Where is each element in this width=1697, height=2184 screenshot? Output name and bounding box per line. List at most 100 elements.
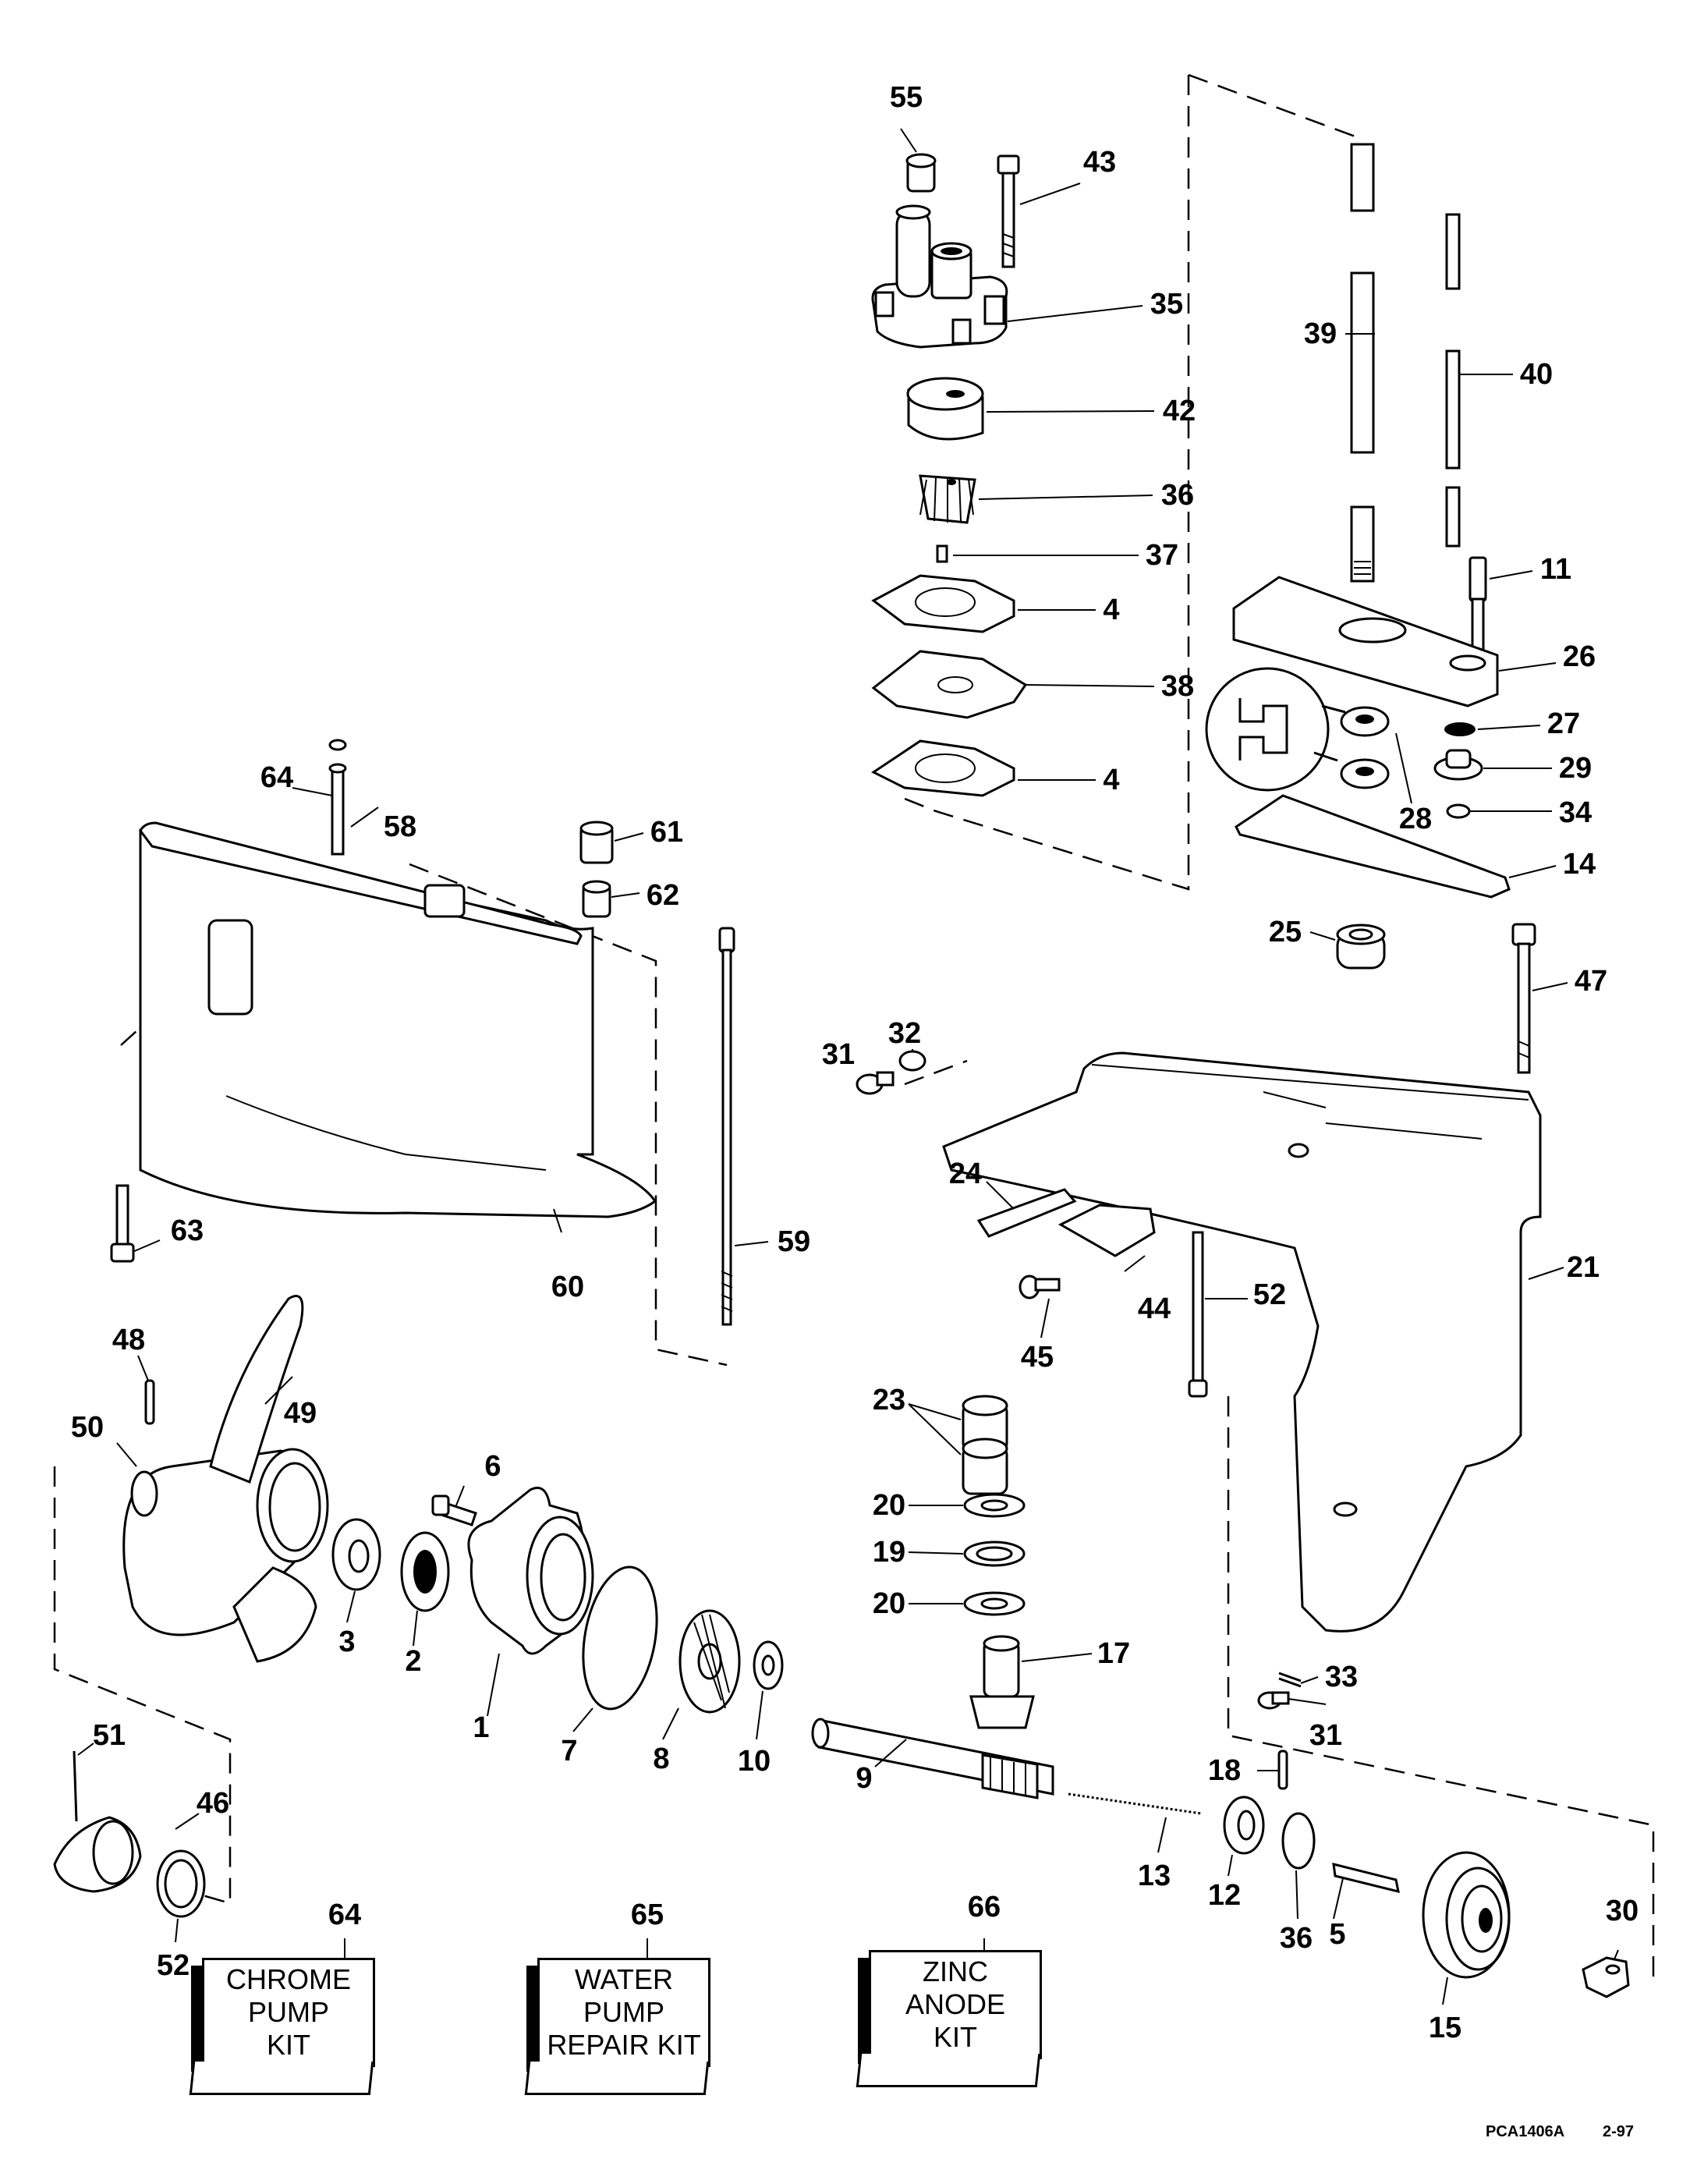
bearing-inner — [976, 1546, 1013, 1562]
callout-44: 46 — [196, 1787, 230, 1820]
reverse-gear-part-8 — [678, 1609, 741, 1714]
kit-box-bottom — [524, 2062, 710, 2095]
screw-part-6 — [431, 1494, 477, 1526]
thrust-bearing-part-19 — [963, 1540, 1026, 1567]
key-part-36 — [936, 544, 948, 563]
kit-label-line: PUMP — [247, 1996, 329, 2028]
callout-59: 60 — [551, 1271, 585, 1303]
callout-7: 7 — [561, 1735, 578, 1767]
kit-box-chrome-pump: CHROME PUMP KIT — [189, 1958, 375, 2095]
kit-label-line: PUMP — [583, 1996, 664, 2028]
thrust-washer-part-3 — [331, 1518, 381, 1591]
callout-49: 51 — [92, 1719, 126, 1752]
plate-part-37 — [871, 650, 1028, 719]
grommet-part-28 — [1433, 749, 1483, 781]
callout-20-upper: 20 — [872, 1489, 906, 1522]
bearing-housing-part-1 — [467, 1487, 594, 1655]
callout-51: 52 — [1252, 1278, 1287, 1311]
callout-60: 61 — [650, 816, 684, 849]
kit-label-line: KIT — [266, 2029, 310, 2061]
stud-part-51 — [1188, 1231, 1208, 1398]
callout-61: 62 — [646, 879, 680, 912]
kit-box-face: WATER PUMP REPAIR KIT — [537, 1958, 710, 2067]
callout-62: 63 — [170, 1214, 204, 1247]
callout-26: 27 — [1546, 707, 1581, 740]
gasket-lower-hole — [915, 753, 976, 783]
kit-box-face: ZINC ANODE KIT — [869, 1950, 1042, 2059]
impeller-housing-part-40 — [906, 377, 984, 441]
dashed-outline-screw30 — [904, 1059, 968, 1086]
callout-1: 1 — [473, 1711, 490, 1744]
callout-47: 49 — [283, 1397, 317, 1430]
spring-part-13 — [1068, 1792, 1202, 1815]
screw-part-30-lower — [1257, 1691, 1290, 1710]
seal-upper-center — [1355, 714, 1374, 724]
callout-45: 47 — [1574, 965, 1608, 998]
callout-36: 37 — [1145, 539, 1179, 572]
callout-22: 25 — [1268, 916, 1302, 948]
pin-part-24 — [976, 1188, 1077, 1238]
retaining-ring-part-33 — [1281, 1812, 1316, 1870]
plate-hole — [937, 676, 973, 693]
bushing-part-60 — [579, 821, 614, 864]
leader-lines — [77, 128, 1619, 2005]
kit-box-zinc-anode: ZINC ANODE KIT — [856, 1950, 1042, 2087]
washer-lower-hole — [980, 1597, 1008, 1610]
shift-rod-part-39 — [1445, 213, 1461, 548]
gasket-upper-hole — [915, 587, 976, 617]
callout-41: 43 — [1082, 146, 1117, 179]
anode-part-29 — [1582, 1956, 1630, 1998]
callout-10: 10 — [737, 1745, 771, 1778]
kit-box-face: CHROME PUMP KIT — [202, 1958, 375, 2067]
kit-label-line: REPAIR KIT — [547, 2029, 701, 2061]
callout-12: 12 — [1207, 1879, 1242, 1912]
washer-part-26 — [1444, 722, 1476, 736]
callout-28: 29 — [1558, 752, 1592, 785]
washer-part-31-lower — [1278, 1672, 1302, 1688]
gasket-part-4-upper — [871, 574, 1015, 633]
pin-part-5 — [1332, 1863, 1400, 1894]
callout-19: 19 — [872, 1536, 906, 1569]
callout-3: 3 — [338, 1626, 356, 1658]
callout-43: 45 — [1020, 1341, 1054, 1374]
spacer-part-50 — [156, 1849, 206, 1918]
impeller-part-35 — [919, 474, 976, 524]
dashed-group-outlines — [53, 73, 1655, 1981]
callout-24: 24 — [948, 1158, 983, 1190]
callout-38: 39 — [1303, 317, 1337, 350]
dashed-outline-water-pump — [896, 73, 1362, 891]
kit-label-line: KIT — [933, 2021, 977, 2053]
kit-box-water-pump-repair: WATER PUMP REPAIR KIT — [524, 1958, 710, 2095]
dashed-outline-gearcase — [1227, 1396, 1655, 1981]
callout-8: 8 — [653, 1743, 670, 1775]
gasket-part-4-lower — [871, 739, 1015, 797]
callout-65: 65 — [630, 1899, 664, 1931]
clutch-dog-part-12 — [1223, 1796, 1265, 1855]
gasket-part-14 — [1235, 794, 1511, 899]
callout-5: 5 — [1329, 1918, 1346, 1951]
thrust-washer-part-10 — [753, 1640, 784, 1690]
callout-32: 34 — [1558, 796, 1592, 829]
kit-box-side — [526, 1966, 537, 2072]
washer-part-31-upper — [898, 1050, 926, 1072]
propeller-part-47 — [122, 1295, 329, 1663]
kit-label-line: ANODE — [905, 1988, 1006, 2020]
callout-18: 18 — [1207, 1754, 1242, 1787]
anode-part-42 — [1058, 1204, 1156, 1257]
pinion-gear-part-17 — [969, 1635, 1035, 1729]
callout-39: 40 — [1519, 358, 1554, 391]
callout-25: 26 — [1562, 640, 1596, 673]
callout-35: 36 — [1160, 479, 1195, 512]
callout-2: 2 — [405, 1645, 422, 1678]
callout-14: 14 — [1562, 848, 1596, 881]
callout-63: 64 — [260, 761, 294, 794]
dashed-outline-propeller — [53, 1466, 232, 1905]
bolt-part-45 — [1511, 923, 1536, 1074]
callout-58: 59 — [777, 1225, 811, 1258]
seal-part-2 — [400, 1531, 450, 1612]
shift-rod-cover-part-25 — [1232, 576, 1499, 707]
kit-label-line: CHROME — [226, 1963, 351, 1995]
callout-42: 44 — [1137, 1292, 1171, 1325]
thrust-washer-part-20-lower — [963, 1591, 1026, 1616]
kit-box-side — [858, 1958, 869, 2064]
